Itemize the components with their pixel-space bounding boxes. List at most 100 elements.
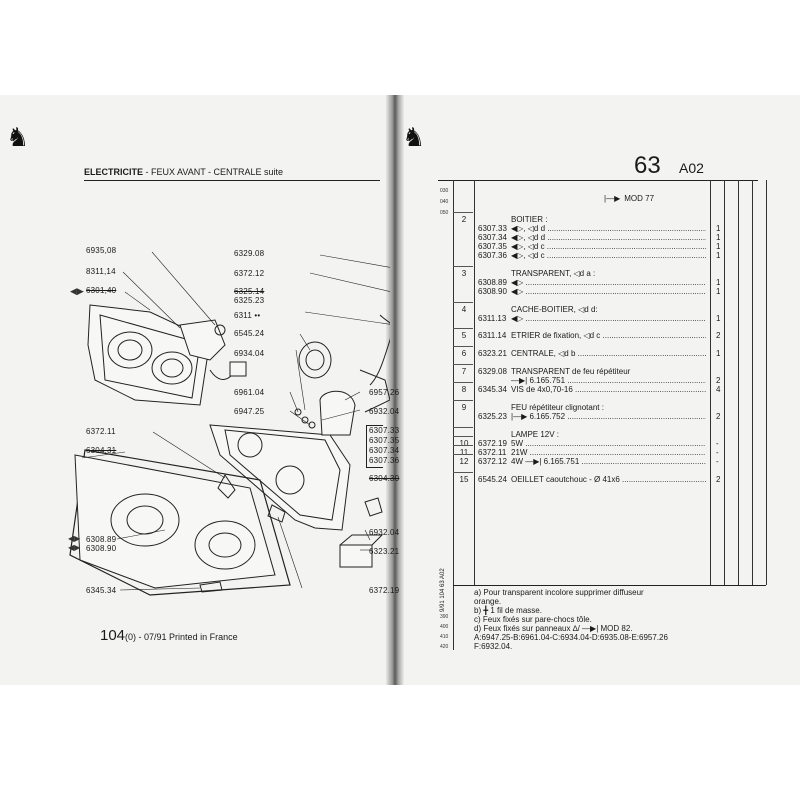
page-header-title: ELECTRICITE - FEUX AVANT - CENTRALE suit… xyxy=(84,167,284,177)
callout-6934-04: 6934.04 xyxy=(234,349,265,358)
part-description: 21W ....................................… xyxy=(511,448,706,457)
footnote-line: F:6932.04. xyxy=(474,642,513,651)
footnote-line: A:6947.25-B:6961.04-C:6934.04-D:6935.08-… xyxy=(474,633,668,642)
callout-6304-30: 6304.30 xyxy=(369,474,400,483)
callout-bracket xyxy=(366,425,383,468)
footnote-line: b) ╋ 1 fil de masse. xyxy=(474,606,542,615)
page-number: 63 xyxy=(634,152,661,179)
part-ref: 6308.90 xyxy=(478,287,507,296)
row-number: 3 xyxy=(461,269,467,278)
margin-vertical-ref: 9/91 104 63 A02 xyxy=(440,568,446,612)
header-rule-right xyxy=(438,180,758,181)
part-quantity: 1 xyxy=(716,233,721,242)
callout-6932-04-upper: 6932.04 xyxy=(369,407,400,416)
part-ref: 6325.23 xyxy=(478,412,507,421)
row-number: 4 xyxy=(461,305,467,314)
margin-code-030: 030 xyxy=(440,188,449,194)
part-ref: 6307.34 xyxy=(478,233,507,242)
section-code: A02 xyxy=(679,160,704,176)
part-quantity: 2 xyxy=(716,376,721,385)
row-number: 5 xyxy=(461,331,467,340)
part-description: ◀▷, ◁d c ...............................… xyxy=(511,251,706,260)
footnote-line: c) Feux fixés sur pare-chocs tôle. xyxy=(474,615,592,624)
part-description: 4W —▶| 6.165.751 .......................… xyxy=(511,457,706,466)
callout-6308-90: 6308.90 xyxy=(86,544,117,553)
part-description: —▶| 6.165.751 ..........................… xyxy=(511,376,706,385)
callout-8311-14: 8311,14 xyxy=(86,267,116,276)
part-description: ◀▷, ◁d d ...............................… xyxy=(511,233,706,242)
col-rule xyxy=(453,180,454,650)
row-number: 11 xyxy=(459,448,469,457)
part-description: CACHE-BOITIER, ◁d d: xyxy=(511,305,598,314)
part-description: ETRIER de fixation, ◁d c ...............… xyxy=(511,331,706,340)
arrow-right-icon: ◀▶ xyxy=(68,543,81,552)
row-separator xyxy=(453,472,473,473)
part-description: TRANSPARENT, ◁d a : xyxy=(511,269,596,278)
callout-6308-89: 6308.89 xyxy=(86,535,117,544)
part-quantity: - xyxy=(716,448,719,457)
part-description: 5W .....................................… xyxy=(511,439,706,448)
part-quantity: 4 xyxy=(716,385,721,394)
callout-6957-26: 6957.26 xyxy=(369,388,400,397)
row-separator xyxy=(453,454,473,455)
footnote-line: orange. xyxy=(474,597,502,606)
callout-6307-33: 6307.33 xyxy=(369,426,400,435)
part-ref: 6307.35 xyxy=(478,242,507,251)
callout-6372-12: 6372.12 xyxy=(234,269,265,278)
part-description: FEU répétiteur clignotant : xyxy=(511,403,604,412)
part-description: ◀▷, ◁d d ...............................… xyxy=(511,224,706,233)
row-separator xyxy=(453,364,473,365)
part-quantity: 2 xyxy=(716,331,721,340)
part-quantity: 1 xyxy=(716,314,721,323)
part-description: ◀▷ .....................................… xyxy=(511,314,706,323)
part-quantity: 2 xyxy=(716,475,721,484)
callout-6545-24: 6545.24 xyxy=(234,329,265,338)
part-ref: 6323.21 xyxy=(478,349,507,358)
part-ref: 6372.19 xyxy=(478,439,507,448)
callout-6301-40: 6301,40 xyxy=(86,286,117,295)
margin-code-400: 400 xyxy=(440,624,449,630)
row-number: 10 xyxy=(459,439,469,448)
callout-6307-36: 6307.36 xyxy=(369,456,400,465)
callout-6345-34: 6345.34 xyxy=(86,586,117,595)
header-rule xyxy=(84,180,380,181)
page-footer: 104(0) - 07/91 Printed in France xyxy=(100,627,238,644)
callout-6932-04-lower: 6932.04 xyxy=(369,528,400,537)
row-separator xyxy=(453,212,473,213)
callout-6325-23: 6325.23 xyxy=(234,296,265,305)
callout-6961-04: 6961.04 xyxy=(234,388,265,397)
part-quantity: 1 xyxy=(716,278,721,287)
row-separator xyxy=(453,427,473,428)
row-separator xyxy=(453,346,473,347)
part-ref: 6372.11 xyxy=(478,448,507,457)
col-rule xyxy=(724,180,725,585)
row-separator xyxy=(453,445,473,446)
callout-6372-19: 6372.19 xyxy=(369,586,400,595)
part-quantity: 1 xyxy=(716,224,721,233)
part-description: ◀▷ .....................................… xyxy=(511,278,706,287)
callout-6325-14: 6325.14 xyxy=(234,287,265,296)
callout-6323-21: 6323.21 xyxy=(369,547,400,556)
col-rule xyxy=(766,180,767,585)
part-description: LAMPE 12V : xyxy=(511,430,560,439)
margin-code-420: 420 xyxy=(440,644,449,650)
part-quantity: - xyxy=(716,457,719,466)
col-rule xyxy=(752,180,753,585)
part-ref: 6307.33 xyxy=(478,224,507,233)
part-description: VIS de 4x0,70-16 .......................… xyxy=(511,385,706,394)
callout-6935-08: 6935,08 xyxy=(86,246,117,255)
row-number: 2 xyxy=(461,215,467,224)
arrow-left-icon: ◀▶ xyxy=(68,534,81,543)
callout-6947-25: 6947.25 xyxy=(234,407,265,416)
row-number: 12 xyxy=(459,457,469,466)
col-rule xyxy=(474,180,475,585)
part-quantity: 1 xyxy=(716,349,721,358)
callout-6307-35: 6307.35 xyxy=(369,436,400,445)
peugeot-lion-logo: ♞ xyxy=(6,122,30,152)
arrow-both-icon: ◀▶ xyxy=(70,286,84,296)
part-ref: 6308.89 xyxy=(478,278,507,287)
row-separator xyxy=(453,436,473,437)
book-gutter xyxy=(386,95,404,685)
row-separator xyxy=(453,400,473,401)
part-quantity: 1 xyxy=(716,242,721,251)
